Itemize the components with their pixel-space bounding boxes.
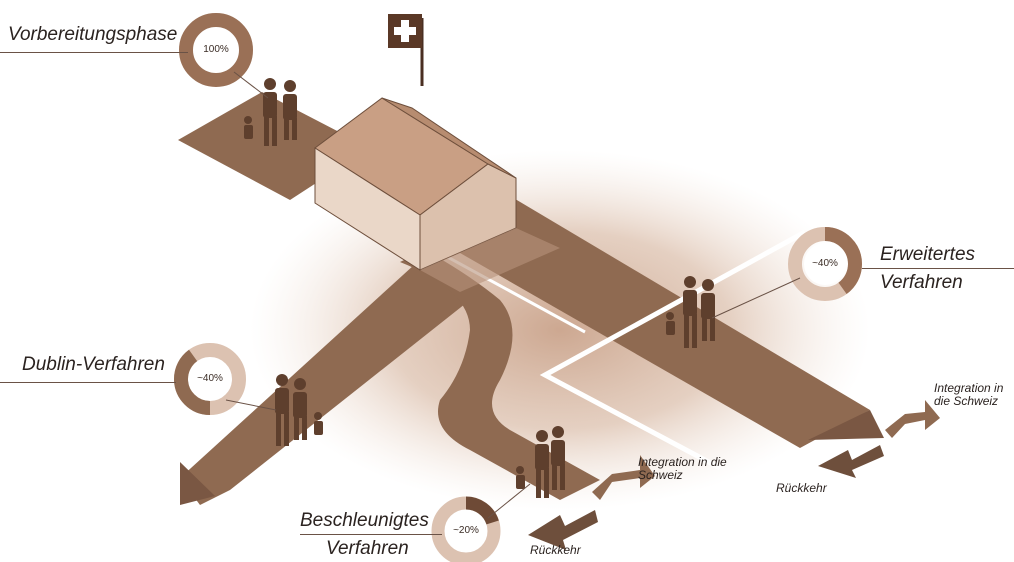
road-dublin — [180, 255, 470, 505]
ring-accelerated — [431, 496, 501, 562]
label-accelerated-line1: Beschleunigtes — [300, 510, 429, 531]
underline-preparation — [0, 52, 188, 53]
label-integration-1: Integration in die Schweiz — [638, 455, 727, 482]
ring-dublin — [174, 343, 246, 415]
label-dublin: Dublin-Verfahren — [22, 354, 165, 375]
arrow-return-1 — [528, 510, 598, 550]
label-extended-line1: Erweitertes — [880, 244, 976, 265]
label-return-2: Rückkehr — [776, 481, 827, 495]
people-group-icon — [244, 78, 715, 498]
people-group-accelerated — [516, 426, 565, 498]
label-accelerated-line2: Verfahren — [326, 538, 409, 559]
people-group-extended — [666, 276, 715, 348]
arrow-integration-1 — [592, 455, 655, 500]
label-preparation: Vorbereitungsphase — [8, 24, 178, 45]
ring-extended — [788, 227, 862, 301]
underline-accelerated — [300, 534, 442, 535]
swiss-flag-icon — [388, 14, 424, 86]
ring-value-dublin: ~40% — [197, 373, 223, 384]
people-group-preparation — [244, 78, 297, 146]
ring-preparation — [179, 13, 253, 87]
label-integration-2: Integration in die Schweiz — [934, 381, 1004, 408]
arrow-extended-head — [808, 410, 884, 440]
house-icon — [314, 97, 560, 292]
label-return-1: Rückkehr — [530, 543, 581, 557]
extended-area-outline — [539, 229, 807, 471]
road-accelerated — [400, 250, 600, 500]
label-extended-line2: Verfahren — [880, 272, 963, 293]
underline-extended — [862, 268, 1014, 269]
underline-dublin — [0, 382, 176, 383]
arrow-return-2 — [818, 445, 884, 478]
dublin-arrow-head — [180, 462, 215, 505]
leader-lines — [225, 71, 801, 519]
ring-value-preparation: 100% — [203, 44, 229, 55]
ring-value-accelerated: ~20% — [453, 525, 479, 536]
people-group-dublin — [275, 374, 323, 446]
outcome-arrows — [180, 400, 940, 550]
ring-value-extended: ~40% — [812, 258, 838, 269]
arrow-integration-2 — [885, 400, 940, 438]
